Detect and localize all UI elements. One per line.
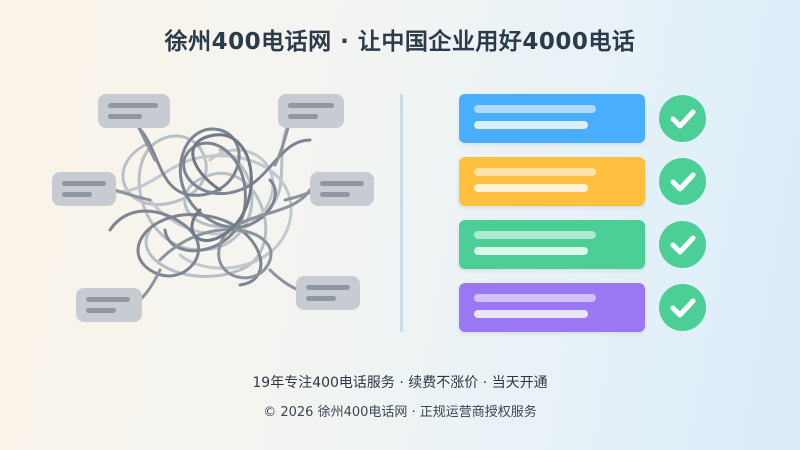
- list-item: [459, 157, 719, 207]
- check-icon: [659, 158, 706, 205]
- speech-box-bottom-left: [76, 288, 142, 322]
- speech-box-bottom-right: [296, 276, 360, 310]
- list-item: [459, 94, 719, 144]
- copyright-notice: © 2026 徐州400电话网 · 正规运营商授权服务: [263, 405, 537, 420]
- tangled-wires-illustration: [40, 80, 380, 340]
- list-card-purple: [459, 283, 645, 332]
- speech-box-mid-right: [310, 172, 374, 206]
- check-icon: [659, 221, 706, 268]
- list-card-blue: [459, 94, 645, 143]
- check-icon: [659, 95, 706, 142]
- list-item: [459, 283, 719, 333]
- list-card-yellow: [459, 157, 645, 206]
- speech-box-top-left: [98, 94, 170, 128]
- speech-box-mid-left: [52, 172, 116, 206]
- section-divider: [400, 94, 403, 332]
- speech-box-top-right: [278, 94, 344, 128]
- tagline: 19年专注400电话服务 · 续费不涨价 · 当天开通: [252, 375, 548, 391]
- list-card-green: [459, 220, 645, 269]
- page-title: 徐州400电话网 · 让中国企业用好4000电话: [164, 29, 636, 55]
- list-item: [459, 220, 719, 270]
- check-icon: [659, 284, 706, 331]
